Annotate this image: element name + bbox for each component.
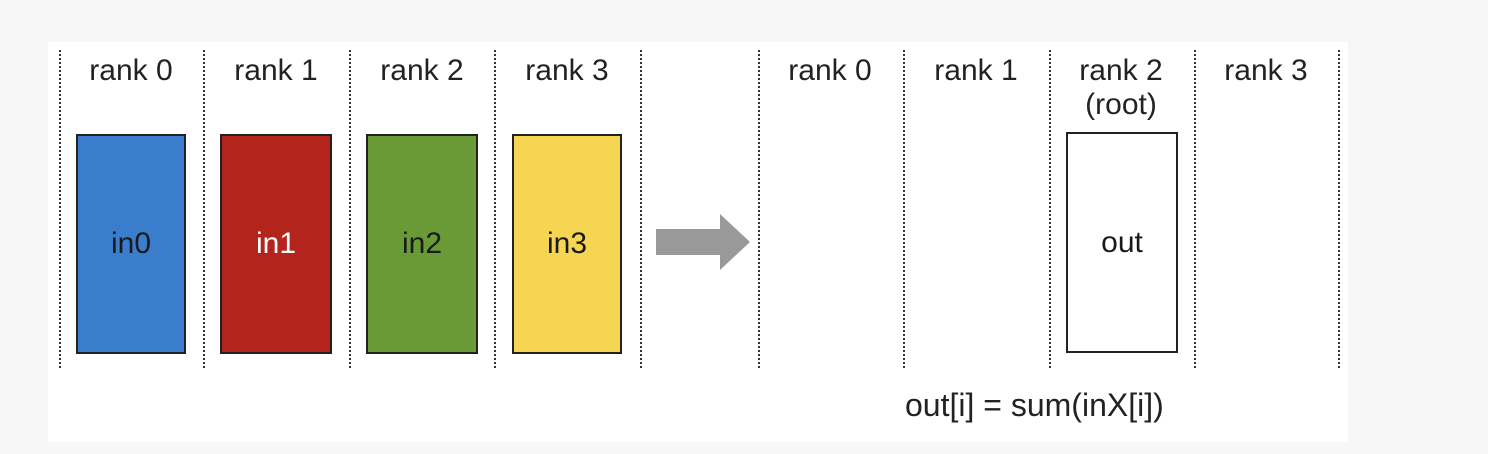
rank-label: rank 3: [1224, 54, 1308, 87]
rank-separator: [59, 50, 61, 368]
rank-separator: [1338, 50, 1340, 368]
rank-separator: [1194, 50, 1196, 368]
rank-label: rank 2: [1079, 54, 1163, 87]
input-buffer-rank2: in2: [366, 134, 478, 354]
input-buffer-rank3: in3: [512, 134, 622, 354]
rank-label: rank 3: [525, 54, 609, 87]
arrow-right-icon: [656, 214, 750, 270]
output-buffer-root: out: [1066, 132, 1178, 353]
rank-separator: [903, 50, 905, 368]
rank-label: rank 2: [380, 54, 464, 87]
rank-separator: [1049, 50, 1051, 368]
rank-separator: [758, 50, 760, 368]
rank-label: rank 0: [89, 54, 173, 87]
rank-separator: [203, 50, 205, 368]
rank-separator: [349, 50, 351, 368]
root-label: (root): [1085, 88, 1157, 121]
rank-label: rank 1: [234, 54, 318, 87]
rank-label: rank 1: [934, 54, 1018, 87]
input-buffer-rank0: in0: [76, 134, 186, 354]
rank-separator: [494, 50, 496, 368]
reduce-formula: out[i] = sum(inX[i]): [905, 387, 1164, 423]
diagram-canvas: rank 0 rank 1 rank 2 rank 3 in0 in1 in2 …: [48, 42, 1348, 442]
input-buffer-rank1: in1: [220, 134, 332, 354]
rank-separator: [640, 50, 642, 368]
rank-label: rank 0: [788, 54, 872, 87]
